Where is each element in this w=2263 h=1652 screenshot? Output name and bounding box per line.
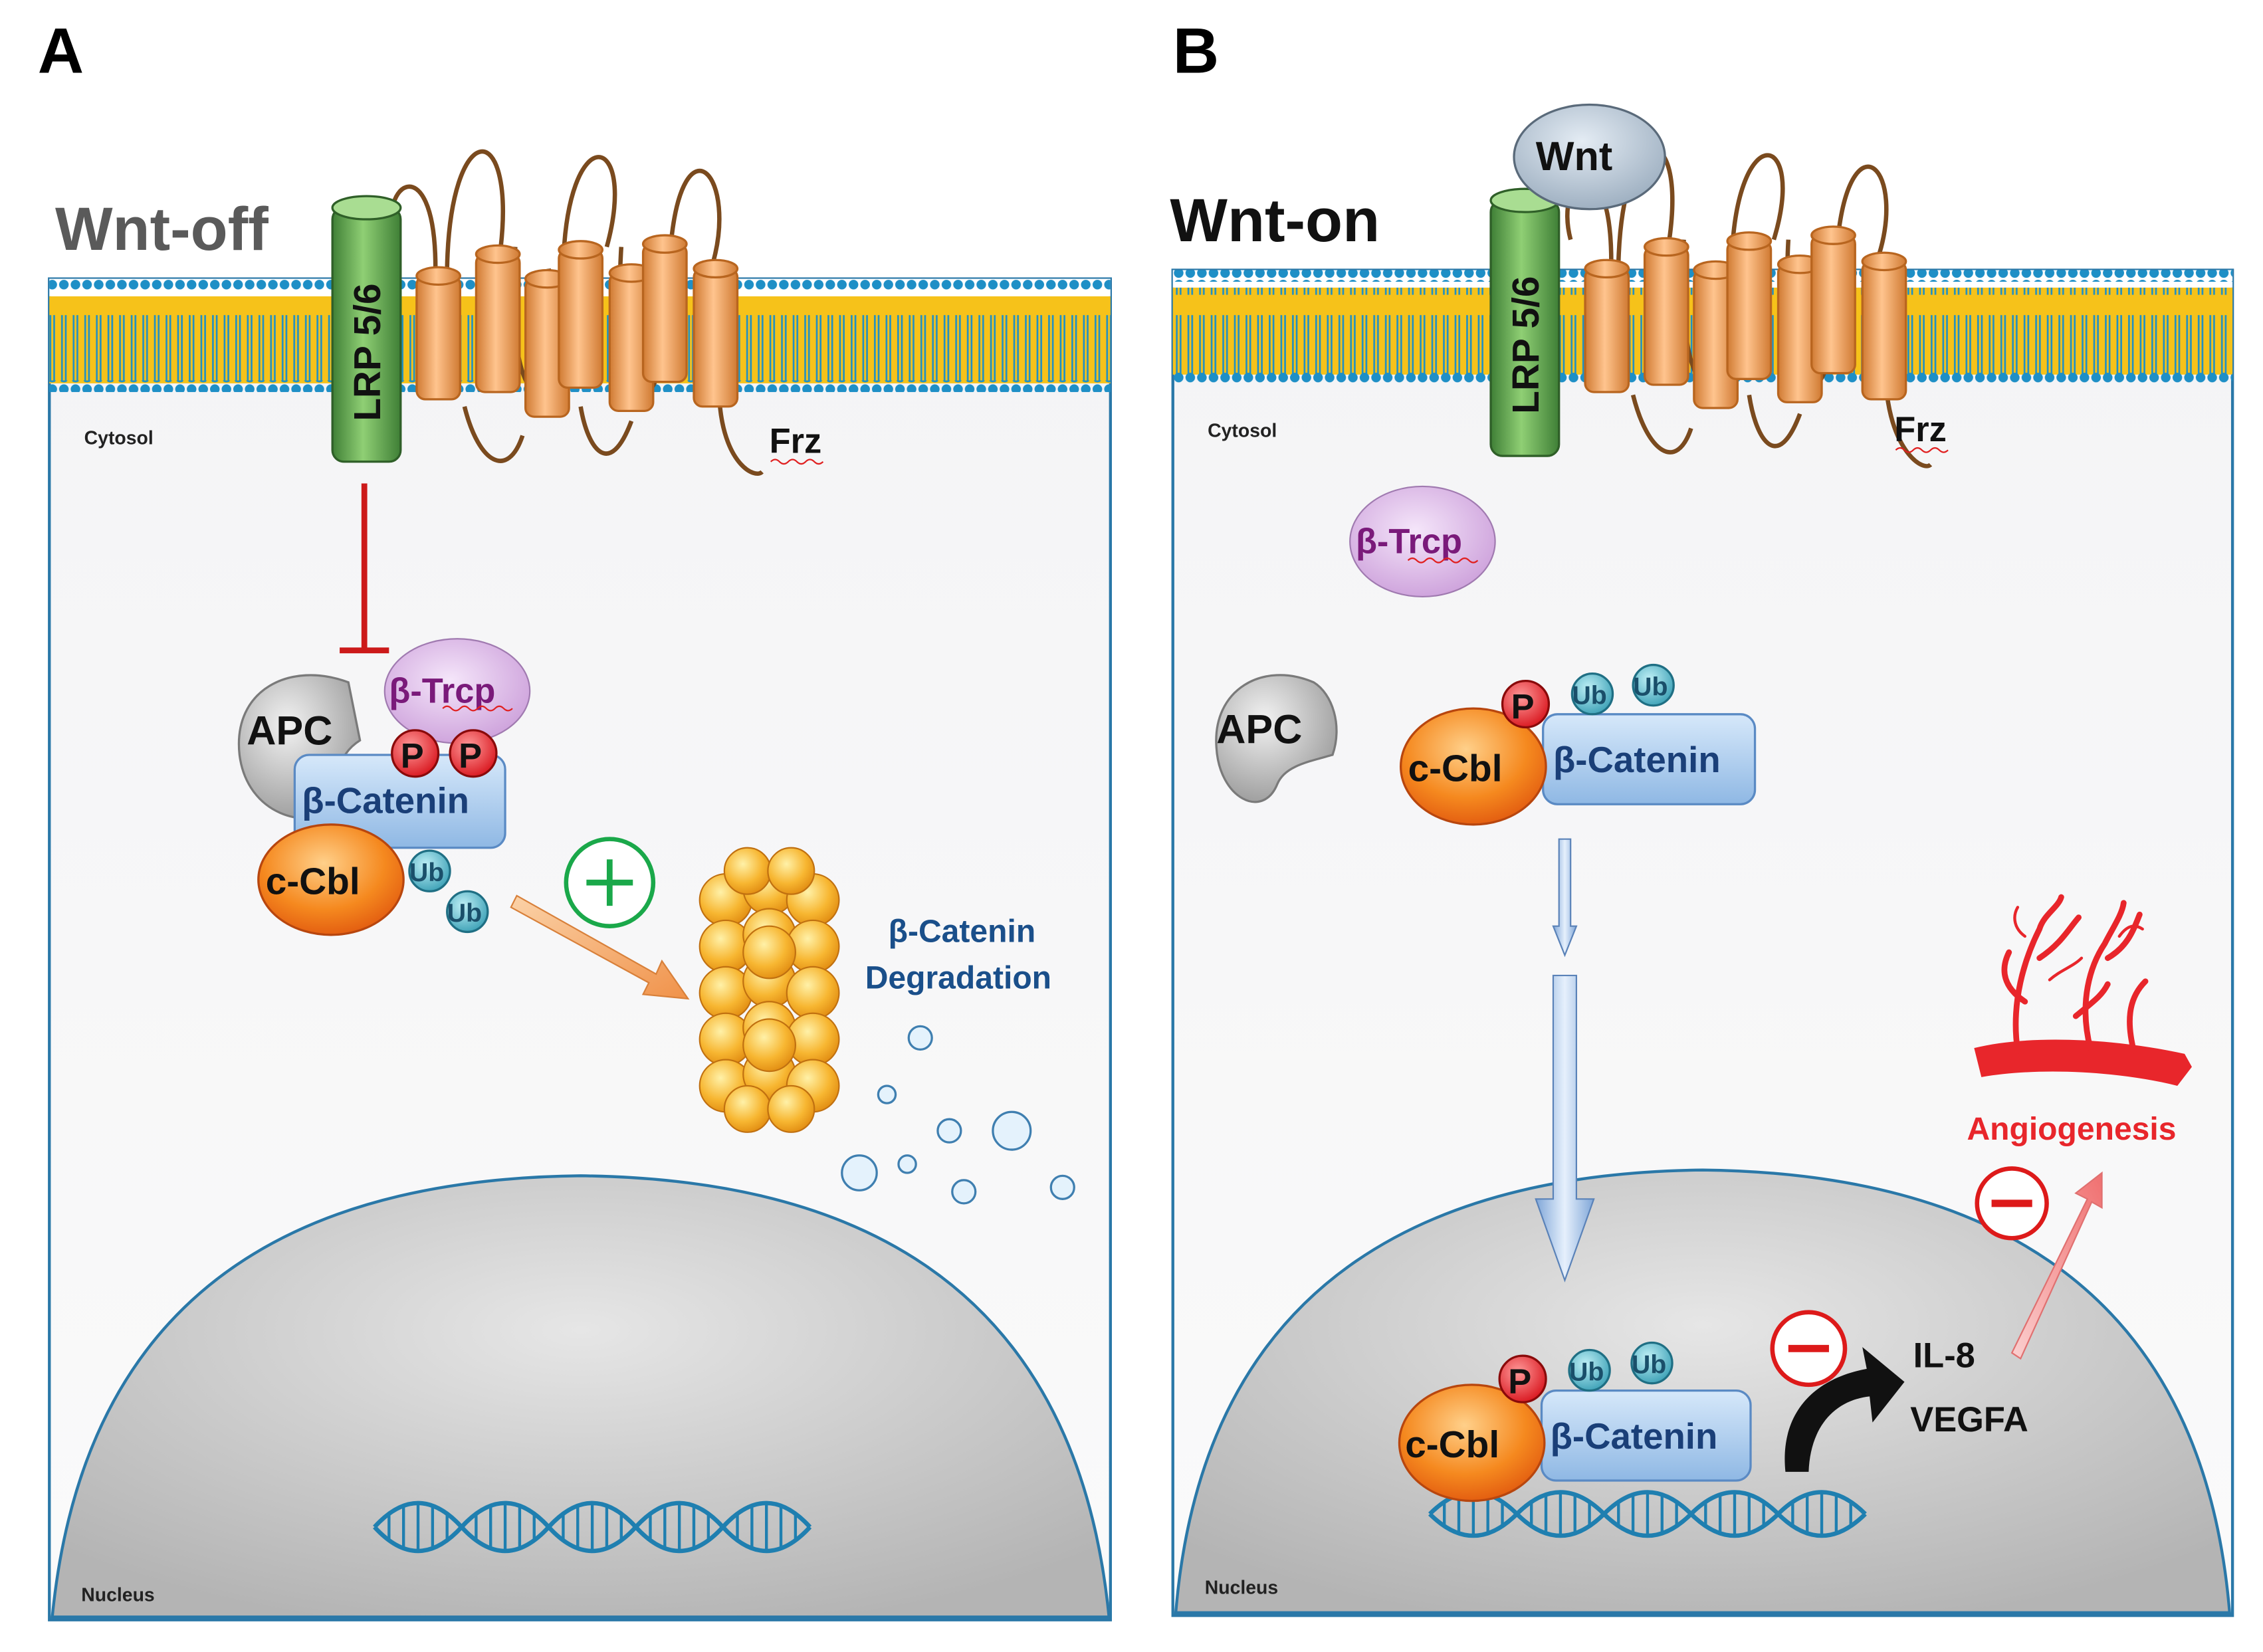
- panel-a-lrp-label: LRP 5/6: [347, 283, 389, 421]
- panel-a-cytosol-label: Cytosol: [84, 428, 154, 449]
- panel-b-dna: [1428, 1490, 1867, 1538]
- panel-b-nuclear-complex: β-Catenin c-Cbl P Ub Ub: [1398, 1341, 1752, 1502]
- panel-a-destruction-complex: APC β-Trcp β-Catenin P P c-Cbl Ub Ub: [237, 638, 531, 936]
- panel-b-nuclear-ub-label-1: Ub: [1569, 1357, 1604, 1386]
- panel-a: A Wnt-off Cytosol Nucleus: [38, 15, 1113, 1621]
- panel-a-degradation-arrow: [510, 894, 690, 1000]
- panel-a-ccbl: [257, 823, 405, 936]
- panel-b-btrcp-label: β-Trcp: [1356, 522, 1462, 561]
- panel-b-angiogenesis-label: Angiogenesis: [1967, 1112, 2176, 1147]
- panel-b-transcription-arrow: [1784, 1347, 1905, 1472]
- panel-a-inhibition-arrow: [340, 483, 389, 654]
- panel-b-letter: B: [1173, 15, 1219, 86]
- panel-a-frz-label: Frz: [770, 423, 822, 461]
- panel-b-nuclear-beta-catenin-label: β-Catenin: [1551, 1416, 1718, 1457]
- panel-b-cytosolic-complex: β-Catenin c-Cbl P Ub Ub: [1400, 663, 1757, 826]
- panel-a-nucleus: [51, 1174, 1111, 1619]
- panel-a-beta-catenin-label: β-Catenin: [302, 780, 469, 821]
- panel-a-apc-label: APC: [247, 708, 332, 754]
- panel-a-dna: [373, 1500, 812, 1554]
- panel-b-frz-label: Frz: [1894, 411, 1947, 449]
- panel-a-lrp-receptor: LRP 5/6: [331, 195, 402, 463]
- panel-b-minus-sign-nucleus: [1770, 1310, 1848, 1388]
- panel-a-p-label-2: P: [459, 738, 482, 776]
- panel-b-state-label: Wnt-on: [1170, 187, 1380, 255]
- panel-b-lrp-label: LRP 5/6: [1505, 276, 1547, 414]
- panel-b-frz-receptor: Frz: [1565, 148, 1949, 468]
- panel-a-btrcp-label: β-Trcp: [389, 672, 495, 710]
- panel-a-ccbl-label: c-Cbl: [266, 861, 360, 903]
- panel-b-wnt-label: Wnt: [1536, 134, 1612, 179]
- panel-a-plus-sign: [564, 837, 656, 928]
- panel-b-beta-catenin-label: β-Catenin: [1553, 740, 1721, 780]
- panel-b-wnt-ligand: [1513, 103, 1666, 211]
- panel-b-nuclear-p-label: P: [1508, 1363, 1531, 1401]
- panel-b-apc: [1215, 674, 1338, 803]
- panel-a-nucleus-label: Nucleus: [81, 1584, 154, 1605]
- panel-b-nuclear-ccbl-label: c-Cbl: [1405, 1424, 1499, 1466]
- panel-b-large-down-arrow: [1535, 974, 1595, 1283]
- panel-a-degradation-line2: Degradation: [865, 961, 1051, 996]
- panel-a-ub-label-1: Ub: [409, 858, 444, 887]
- panel-b-ub-label-1: Ub: [1572, 681, 1606, 710]
- panel-b-nucleus-label: Nucleus: [1205, 1577, 1278, 1598]
- panel-b-apc-label: APC: [1216, 707, 1302, 752]
- panel-b-minus-sign-angiogenesis: [1975, 1166, 2049, 1241]
- panel-b-lrp-receptor: LRP 5/6: [1489, 187, 1561, 457]
- panel-b-angiogenesis-arrow: [2010, 1171, 2103, 1360]
- panel-b-btrcp: [1349, 485, 1496, 598]
- panel-a-degradation-line1: β-Catenin: [889, 914, 1036, 950]
- panel-b-nuclear-ccbl: [1398, 1384, 1546, 1502]
- panel-a-degradation-bubbles: [841, 1025, 1075, 1205]
- panel-b-il8-label: IL-8: [1913, 1337, 1975, 1376]
- panel-a-p-label-1: P: [401, 738, 424, 776]
- panel-b-small-down-arrow: [1552, 838, 1578, 958]
- panel-b-blood-vessel-icon: [1974, 894, 2192, 1086]
- panel-b-p-label: P: [1511, 688, 1535, 726]
- panel-a-state-label: Wnt-off: [55, 195, 269, 263]
- panel-b-ccbl: [1400, 707, 1547, 826]
- panel-b-ub-label-2: Ub: [1633, 672, 1668, 701]
- panel-a-proteasome: [699, 847, 840, 1133]
- panel-b-vegfa-label: VEGFA: [1910, 1401, 2028, 1439]
- panel-b-cytosol-label: Cytosol: [1208, 421, 1277, 442]
- panel-b-ccbl-label: c-Cbl: [1408, 748, 1503, 789]
- panel-b: B Wnt-on Cytosol Nucleus: [1170, 15, 2234, 1617]
- panel-b-nuclear-ub-label-2: Ub: [1632, 1350, 1666, 1379]
- panel-a-letter: A: [38, 15, 84, 86]
- panel-a-frz-receptor: Frz: [389, 149, 824, 476]
- panel-a-ub-label-2: Ub: [447, 898, 482, 928]
